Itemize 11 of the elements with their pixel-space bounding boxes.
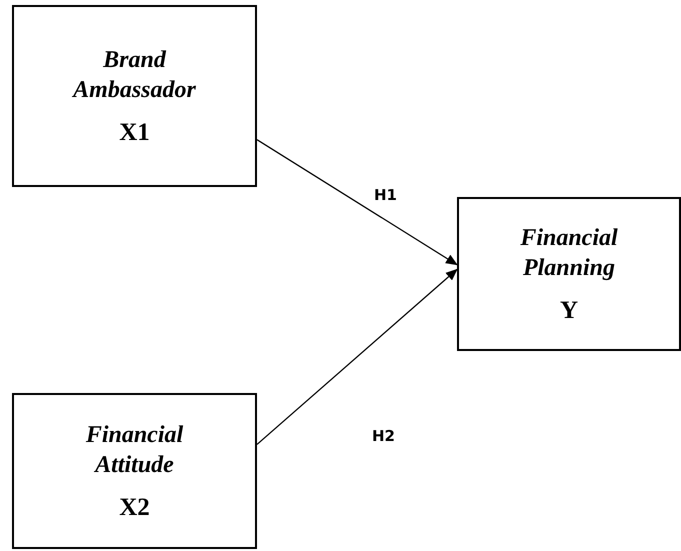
arrow: [256, 139, 458, 266]
variable-symbol: X1: [119, 119, 150, 147]
variable-box: [12, 393, 257, 549]
variable-box: [12, 5, 257, 187]
variable-name: Financial Attitude: [84, 421, 184, 480]
arrow: [256, 268, 458, 445]
variable-name: Brand Ambassador: [71, 46, 197, 105]
variable-symbol: X2: [119, 494, 150, 522]
variable-symbol: Y: [560, 297, 578, 325]
variable-name: Financial Planning: [519, 224, 619, 283]
variable-box: [457, 197, 681, 351]
